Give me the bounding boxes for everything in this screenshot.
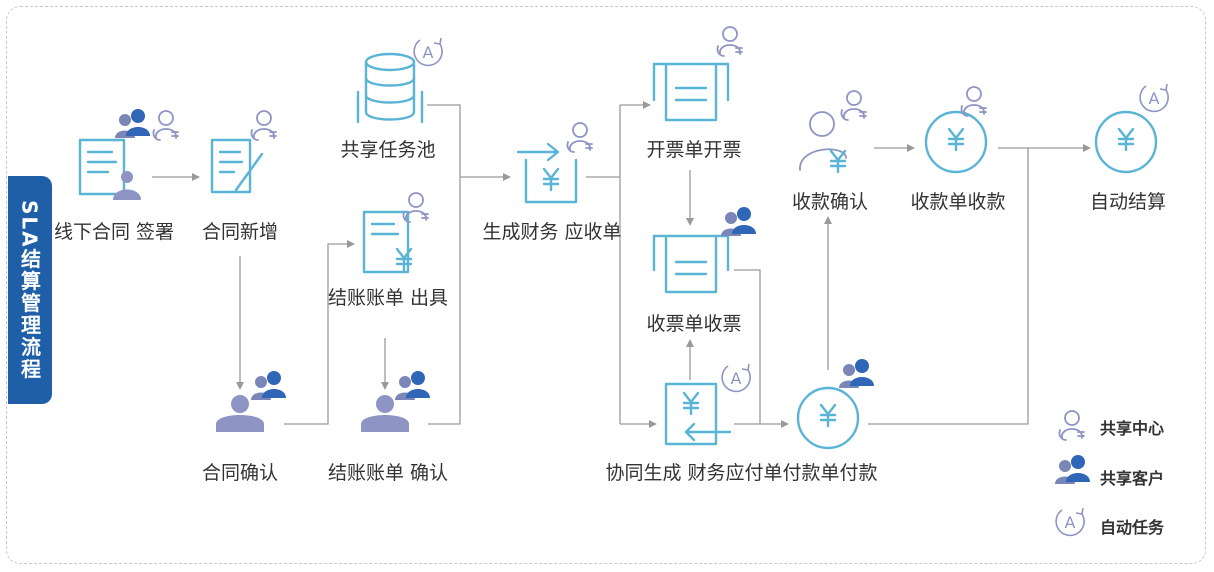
bill-confirm-label: 结账账单 确认 — [327, 462, 449, 484]
invoice-receive-label: 收票单收票 — [646, 313, 742, 335]
payment-node-icon — [796, 359, 874, 450]
task-pool-label: 共享任务池 — [340, 139, 436, 161]
auto-settle-label: 自动结算 — [1089, 191, 1167, 213]
legend-shared-center-icon — [1058, 410, 1085, 441]
collection-confirm-node-icon — [799, 90, 867, 174]
offline-contract-label: 线下合同 签署 — [53, 221, 175, 243]
legend-auto-task-label: 自动任务 — [1100, 518, 1165, 537]
connector — [734, 269, 761, 424]
arrow-head — [686, 339, 694, 347]
connectors — [152, 101, 1091, 428]
connector — [427, 104, 461, 425]
legend-shared-customer-label: 共享客户 — [1100, 469, 1165, 488]
arrow-head — [643, 101, 651, 109]
receipt-collect-node-icon — [924, 86, 988, 174]
contract-new-label: 合同新增 — [201, 221, 279, 243]
arrow-head — [381, 382, 389, 390]
contract-new-node-icon — [210, 110, 277, 194]
connector — [868, 148, 1029, 425]
gen-receivable-label: 生成财务 应收单 — [482, 221, 622, 243]
sidebar-title-tab: SLA结算管理流程 — [8, 176, 52, 404]
arrow-head — [503, 173, 511, 181]
invoice-issue-label: 开票单开票 — [646, 139, 742, 161]
arrow-head — [192, 173, 200, 181]
contract-confirm-node-icon — [216, 371, 286, 432]
arrow-head — [649, 420, 657, 428]
bill-issue-node-icon — [362, 192, 429, 274]
legend-auto-task-icon — [1055, 507, 1085, 537]
sidebar-title: SLA结算管理流程 — [17, 199, 42, 381]
arrow-head — [907, 144, 915, 152]
gen-payable-node-icon — [664, 363, 751, 446]
connector — [284, 243, 350, 425]
legend-shared-center-label: 共享中心 — [1100, 419, 1165, 438]
arrow-head — [686, 218, 694, 226]
offline-contract-node-icon — [78, 109, 179, 200]
gen-receivable-node-icon — [516, 122, 593, 204]
receipt-collect-label: 收款单收款 — [910, 191, 1006, 213]
payment-label: 付款单付款 — [782, 462, 878, 484]
bill-confirm-node-icon — [361, 371, 430, 432]
gen-payable-label: 协同生成 财务应付单 — [605, 462, 783, 484]
arrow-head — [347, 240, 355, 248]
legend-shared-customer-icon — [1055, 455, 1090, 484]
bill-issue-label: 结账账单 出具 — [327, 287, 449, 309]
task-pool-node-icon — [356, 37, 443, 124]
arrow-head — [824, 216, 832, 224]
invoice-issue-node-icon — [652, 26, 743, 122]
diagram-frame — [6, 6, 1206, 564]
arrow-head — [236, 382, 244, 390]
invoice-receive-node-icon — [652, 207, 756, 294]
auto-settle-node-icon — [1094, 83, 1169, 174]
contract-confirm-label: 合同确认 — [201, 462, 279, 484]
collection-confirm-label: 收款确认 — [791, 191, 869, 213]
arrow-head — [781, 420, 789, 428]
arrow-head — [1083, 144, 1091, 152]
